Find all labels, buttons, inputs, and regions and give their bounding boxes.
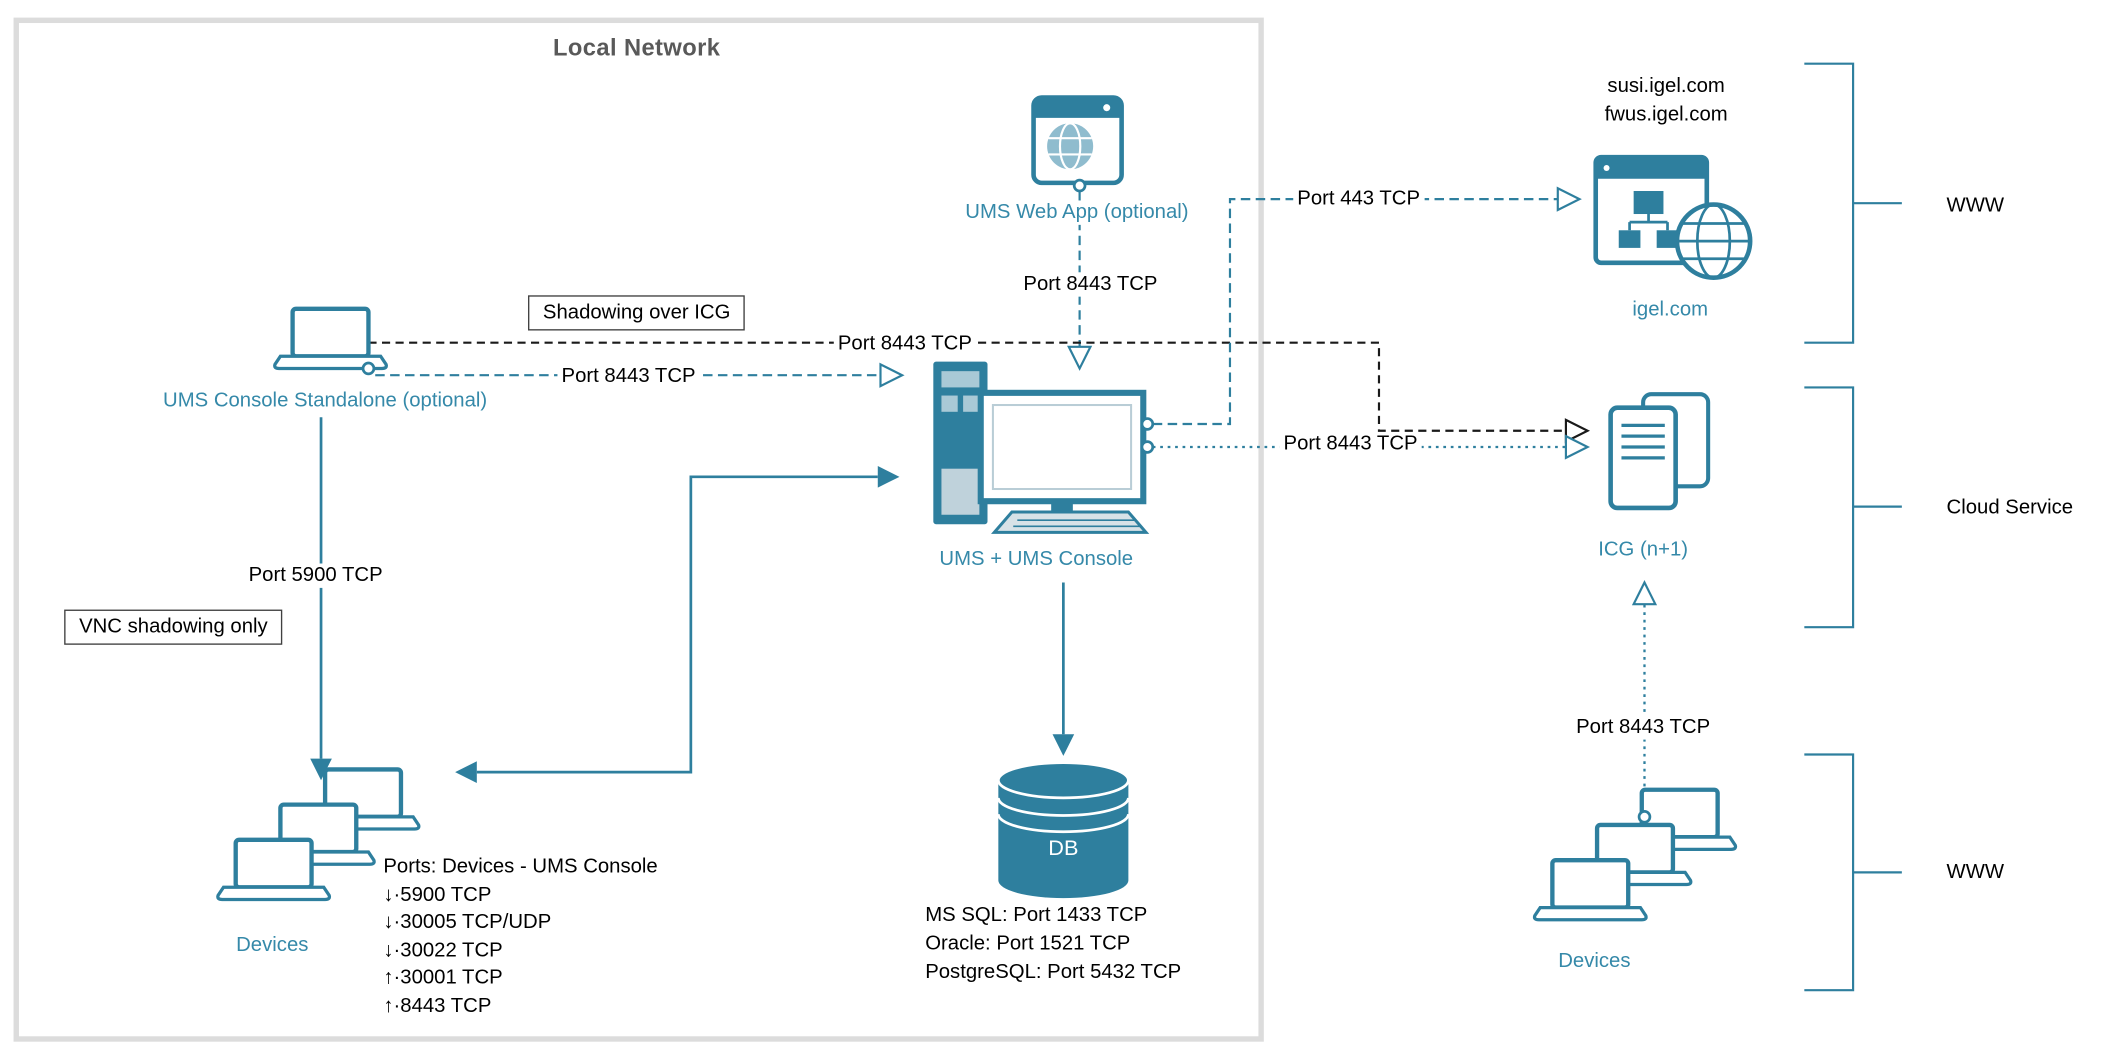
port-label-ums-igel: Port 443 TCP [1293, 186, 1425, 212]
zone-label-www-bottom: WWW [1946, 860, 2005, 884]
ports-list-title: Ports: Devices - UMS Console [383, 854, 658, 878]
port-label-standalone-devices: Port 5900 TCP [244, 563, 387, 588]
laptop-icon [275, 309, 387, 376]
devices-local-label: Devices [236, 933, 309, 957]
port-label-standalone-ums: Port 8443 TCP [557, 364, 700, 389]
database-cylinder-icon [996, 761, 1130, 899]
ports-list-item: ↓·30022 TCP [383, 938, 503, 962]
db-label: DB [1048, 837, 1079, 861]
db-ports-list: MS SQL: Port 1433 TCP Oracle: Port 1521 … [925, 901, 1181, 986]
port-label-shadowing: Port 8443 TCP [833, 331, 976, 357]
desktop-computer-icon [933, 361, 1155, 534]
igel-domains: susi.igel.com fwus.igel.com [1605, 73, 1728, 129]
edge-standalone-to-devices [310, 417, 332, 781]
local-network-title: Local Network [553, 33, 721, 61]
zone-label-www-top: WWW [1946, 193, 2005, 217]
ums-web-app-label: UMS Web App (optional) [961, 200, 1193, 225]
db-port-item: PostgreSQL: Port 5432 TCP [925, 960, 1182, 984]
edge-webapp-to-ums [1067, 190, 1093, 371]
edge-ums-to-icg [1152, 434, 1591, 460]
icg-label: ICG (n+1) [1598, 537, 1689, 561]
port-label-ums-icg: Port 8443 TCP [1279, 432, 1422, 457]
devices-remote-label: Devices [1558, 949, 1631, 973]
db-port-item: Oracle: Port 1521 TCP [925, 931, 1131, 955]
port-label-devices-icg: Port 8443 TCP [1572, 715, 1715, 740]
vnc-shadowing-note: VNC shadowing only [64, 609, 283, 645]
edge-ums-to-db [1052, 582, 1075, 756]
shadowing-over-icg-note: Shadowing over ICG [528, 295, 746, 331]
edge-devices-to-ums [455, 465, 900, 783]
igel-domain: fwus.igel.com [1604, 102, 1728, 126]
website-sitemap-globe-icon [1593, 154, 1753, 280]
local-network-boundary [13, 17, 1264, 1042]
edge-ums-to-igel [1152, 186, 1582, 426]
port-label-webapp-ums: Port 8443 TCP [1019, 272, 1162, 297]
ports-list-item: ↑·30001 TCP [383, 965, 503, 989]
db-port-item: MS SQL: Port 1433 TCP [925, 903, 1148, 927]
igel-com-label: igel.com [1632, 298, 1709, 322]
ums-console-standalone-label: UMS Console Standalone (optional) [163, 388, 488, 412]
server-documents-icon [1608, 392, 1711, 511]
ums-console-label: UMS + UMS Console [939, 547, 1134, 571]
zone-brackets [1804, 62, 1902, 992]
browser-globe-icon [1031, 95, 1124, 193]
laptop-stack-icon-remote [1534, 790, 1735, 920]
edge-devices-to-icg [1631, 580, 1658, 809]
igel-domain: susi.igel.com [1607, 74, 1725, 98]
ports-list-item: ↑·8443 TCP [383, 993, 492, 1017]
ports-list-item: ↓·30005 TCP/UDP [383, 910, 552, 934]
edge-standalone-to-ums [375, 362, 905, 388]
ports-list: Ports: Devices - UMS Console ↓·5900 TCP … [383, 853, 657, 1020]
zone-label-cloud-service: Cloud Service [1946, 495, 2074, 519]
ports-list-item: ↓·5900 TCP [383, 882, 492, 906]
